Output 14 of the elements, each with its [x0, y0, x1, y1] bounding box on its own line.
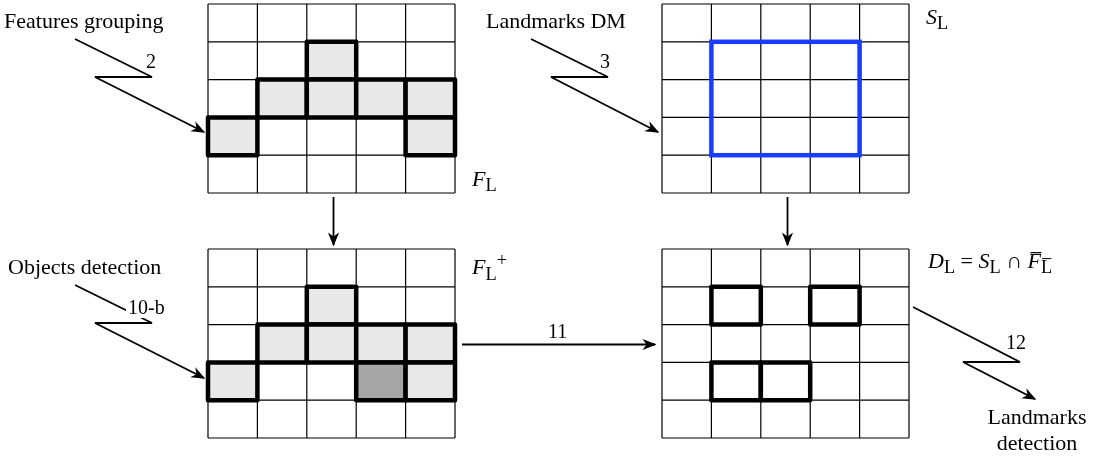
- arrow: [530, 38, 660, 133]
- math-label: D$_{L}$ = S$_{L}$ ∩ F̅$_{L̅}$: [928, 248, 1053, 280]
- step-label: Landmarks detection: [986, 404, 1088, 456]
- arrow: [74, 38, 206, 133]
- arrow: [461, 338, 657, 351]
- math-label: F$_{L}$: [472, 166, 497, 198]
- arrow: [781, 196, 794, 247]
- arrow: [912, 306, 1037, 400]
- step-label: Objects detection: [8, 254, 162, 280]
- step-label: Landmarks DM: [486, 8, 626, 34]
- arrow: [327, 196, 340, 247]
- math-label: S$_{L}$: [926, 4, 949, 36]
- step-label: Features grouping: [4, 8, 164, 34]
- arrow: [74, 284, 206, 379]
